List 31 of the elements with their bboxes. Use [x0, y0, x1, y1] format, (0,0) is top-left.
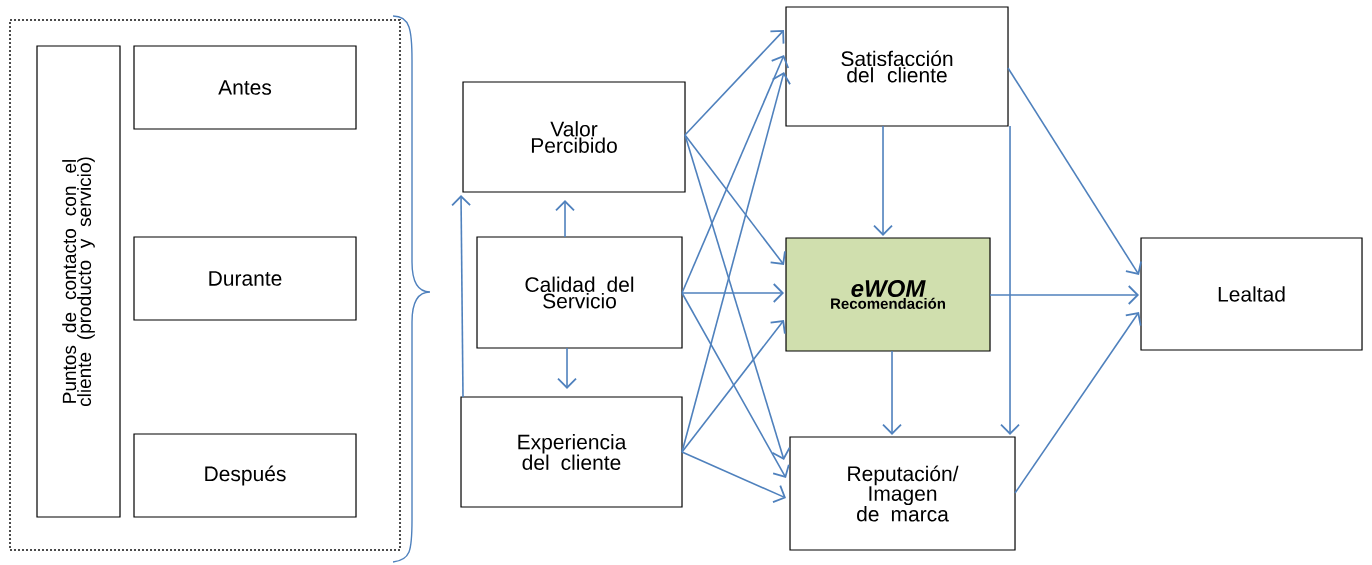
- dotted-frame: [9, 19, 401, 551]
- arrow: [1014, 312, 1142, 494]
- process-box: Calidad del Servicio: [476, 236, 683, 349]
- arrow: [451, 195, 471, 398]
- arrow: [1000, 125, 1020, 435]
- arrow: [684, 30, 785, 136]
- arrow: [989, 285, 1139, 305]
- arrow: [681, 283, 784, 303]
- arrow: [681, 55, 790, 294]
- arrow: [681, 451, 786, 503]
- process-box: Experiencia del cliente: [460, 396, 683, 508]
- arrow: [681, 72, 791, 453]
- arrow: [557, 347, 577, 389]
- process-box: Después: [133, 433, 357, 518]
- arrow: [681, 320, 786, 453]
- process-box: Durante: [133, 236, 357, 321]
- vertical-label-box: [36, 45, 121, 518]
- arrow: [555, 200, 575, 238]
- process-box: Satisfacción del cliente: [785, 6, 1009, 127]
- arrow: [1007, 67, 1143, 275]
- arrow: [684, 134, 786, 265]
- process-box: Reputación/ Imagen de marca: [789, 436, 1016, 551]
- arrow: [684, 134, 791, 460]
- arrow: [873, 125, 893, 236]
- process-box: Lealtad: [1140, 237, 1363, 351]
- arrow: [882, 350, 902, 435]
- highlight-box: eWOM Recomendación: [785, 237, 991, 352]
- process-box: Antes: [133, 45, 357, 130]
- vertical-label: Puntos de contacto con el cliente (producto y servicio): [62, 157, 95, 407]
- process-box: Valor Percibido: [462, 81, 686, 193]
- arrow: [681, 292, 790, 478]
